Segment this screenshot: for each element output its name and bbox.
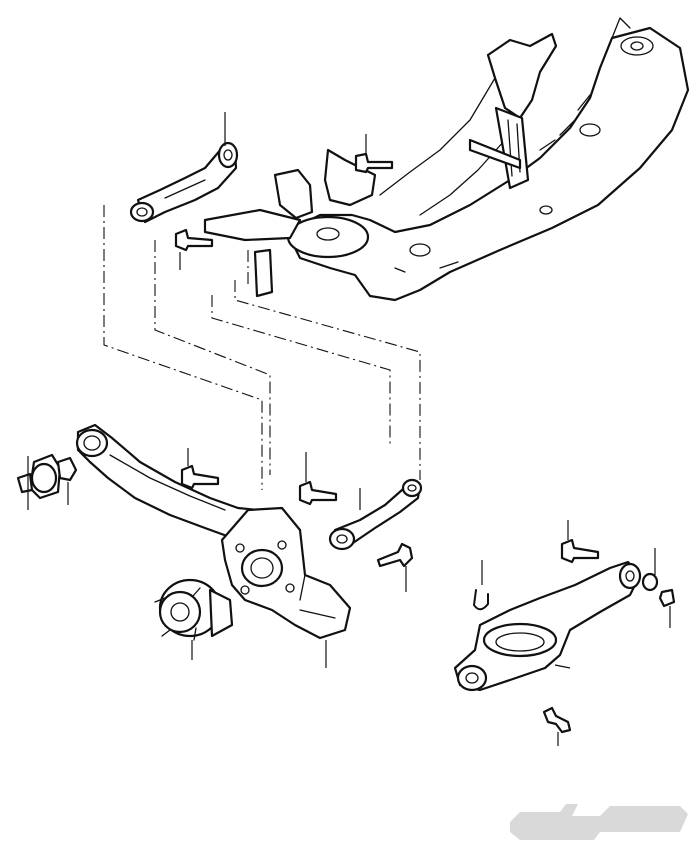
rear-knuckle <box>220 506 352 668</box>
rear-subframe <box>203 17 690 302</box>
bolt-upper-arm <box>174 228 214 270</box>
bushing-assembly <box>16 453 78 510</box>
watermark-logo: حراج <box>510 804 688 840</box>
bolt-collection <box>174 112 600 746</box>
bolt-lower-arm-bottom <box>542 706 572 746</box>
bolt-subframe-top <box>354 134 394 174</box>
watermark-text: حراج <box>562 805 634 840</box>
wheel-hub-bearing <box>154 578 234 660</box>
trailing-arm <box>75 423 264 542</box>
bolt-trailing-arm <box>180 448 220 490</box>
retaining-clip <box>473 560 489 611</box>
lower-control-arm <box>453 560 642 692</box>
bolt-knuckle <box>376 542 414 592</box>
bolt-lower-arm-top <box>560 520 600 564</box>
toe-link <box>328 478 423 551</box>
upper-control-arm <box>129 141 239 224</box>
bolt-toe-link-inner <box>298 452 338 506</box>
assembly-leader-lines <box>103 205 421 490</box>
lower-arm-nuts <box>641 548 676 628</box>
